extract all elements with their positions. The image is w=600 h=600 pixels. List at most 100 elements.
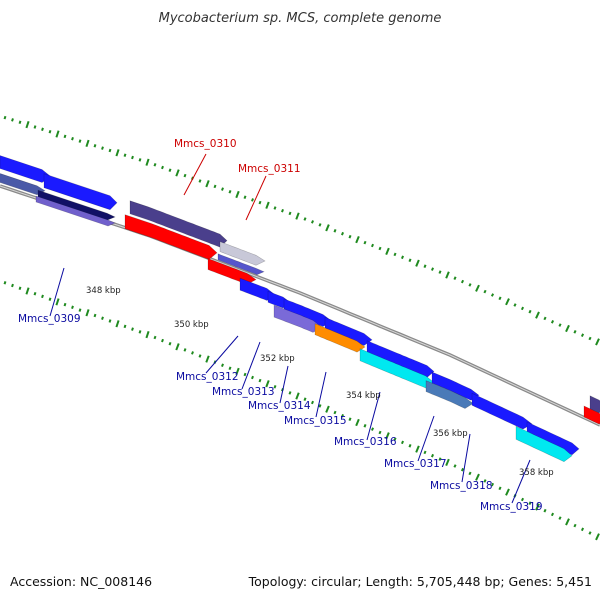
major-tick [535,503,540,511]
kbp-label: 352 kbp [260,354,295,364]
minor-tick [520,497,525,502]
major-tick [265,201,270,209]
gene-label[interactable]: Mmcs_0319 [480,501,543,513]
gene-feature[interactable] [425,380,474,409]
minor-tick [311,400,314,405]
major-tick [115,320,120,328]
minor-tick [281,208,284,213]
minor-tick [588,531,592,535]
major-tick [565,324,570,333]
minor-tick [131,327,134,331]
gene-feature[interactable] [207,258,257,285]
major-tick [25,287,30,295]
minor-tick [198,354,202,358]
major-tick [325,405,330,413]
major-tick [475,473,480,481]
minor-tick [378,430,382,435]
minor-tick [221,187,224,191]
major-tick [175,169,180,177]
gene-label[interactable]: Mmcs_0309 [18,313,81,325]
minor-tick [378,246,382,251]
minor-tick [348,234,352,239]
topology-text: Topology: circular; Length: 5,705,448 bp… [248,574,592,589]
gene-feature[interactable] [515,425,573,463]
major-tick [385,247,390,256]
major-tick [385,432,390,440]
gene-label[interactable]: Mmcs_0314 [248,400,311,412]
gene-label[interactable]: Mmcs_0313 [212,386,275,398]
minor-tick [438,457,442,461]
label-leader-line [461,433,471,483]
gene-label[interactable]: Mmcs_0312 [176,371,239,383]
gene-feature[interactable] [217,253,265,276]
minor-tick [228,190,232,194]
label-leader-line [205,335,239,374]
minor-tick [33,291,37,296]
gene-feature[interactable] [124,214,218,260]
minor-tick [63,134,67,139]
minor-tick [490,482,495,487]
minor-tick [273,385,277,389]
gene-label[interactable]: Mmcs_0315 [284,415,347,427]
minor-tick [408,444,412,448]
minor-tick [550,512,555,517]
minor-tick [93,144,97,148]
minor-tick [318,404,322,408]
kbp-label: 348 kbp [86,286,121,296]
label-leader-line [366,391,381,441]
major-tick [55,298,60,306]
major-tick [295,392,300,400]
major-tick [205,355,210,363]
minor-tick [393,252,397,257]
minor-tick [520,306,525,311]
gene-feature[interactable] [471,392,533,430]
minor-tick [371,243,374,248]
minor-tick [228,366,232,371]
major-tick [325,224,330,232]
minor-tick [288,391,292,395]
minor-tick [251,375,254,380]
major-tick [505,298,510,306]
major-tick [595,338,600,346]
gene-label[interactable]: Mmcs_0318 [430,480,493,492]
minor-tick [93,313,97,318]
gene-label[interactable]: Mmcs_0310 [174,138,237,150]
minor-tick [311,220,314,224]
major-tick [295,212,300,220]
minor-tick [333,229,337,233]
minor-tick [108,319,112,323]
gene-feature[interactable] [219,241,266,266]
minor-tick [363,424,367,428]
gene-feature[interactable] [43,173,118,211]
major-tick [235,190,240,199]
minor-tick [11,283,14,288]
minor-tick [131,155,134,160]
gene-label[interactable]: Mmcs_0311 [238,163,301,175]
label-leader-line [511,459,531,504]
gene-feature[interactable] [583,405,600,425]
minor-tick [168,168,172,172]
minor-tick [580,527,585,532]
minor-tick [528,501,532,505]
minor-tick [288,211,292,216]
minor-tick [3,115,7,120]
minor-tick [453,276,457,280]
minor-tick [78,308,82,312]
minor-tick [423,264,427,268]
minor-tick [78,139,82,143]
minor-tick [431,267,434,271]
minor-tick [401,440,404,445]
minor-tick [191,351,194,355]
minor-tick [71,136,74,141]
feature-layer[interactable] [0,155,600,463]
gene-label[interactable]: Mmcs_0316 [334,436,397,448]
gene-feature[interactable] [35,195,116,227]
label-leader-line [279,365,289,404]
gene-label[interactable]: Mmcs_0317 [384,458,447,470]
label-line-layer [49,153,531,504]
major-tick [175,343,180,351]
minor-tick [401,255,404,260]
